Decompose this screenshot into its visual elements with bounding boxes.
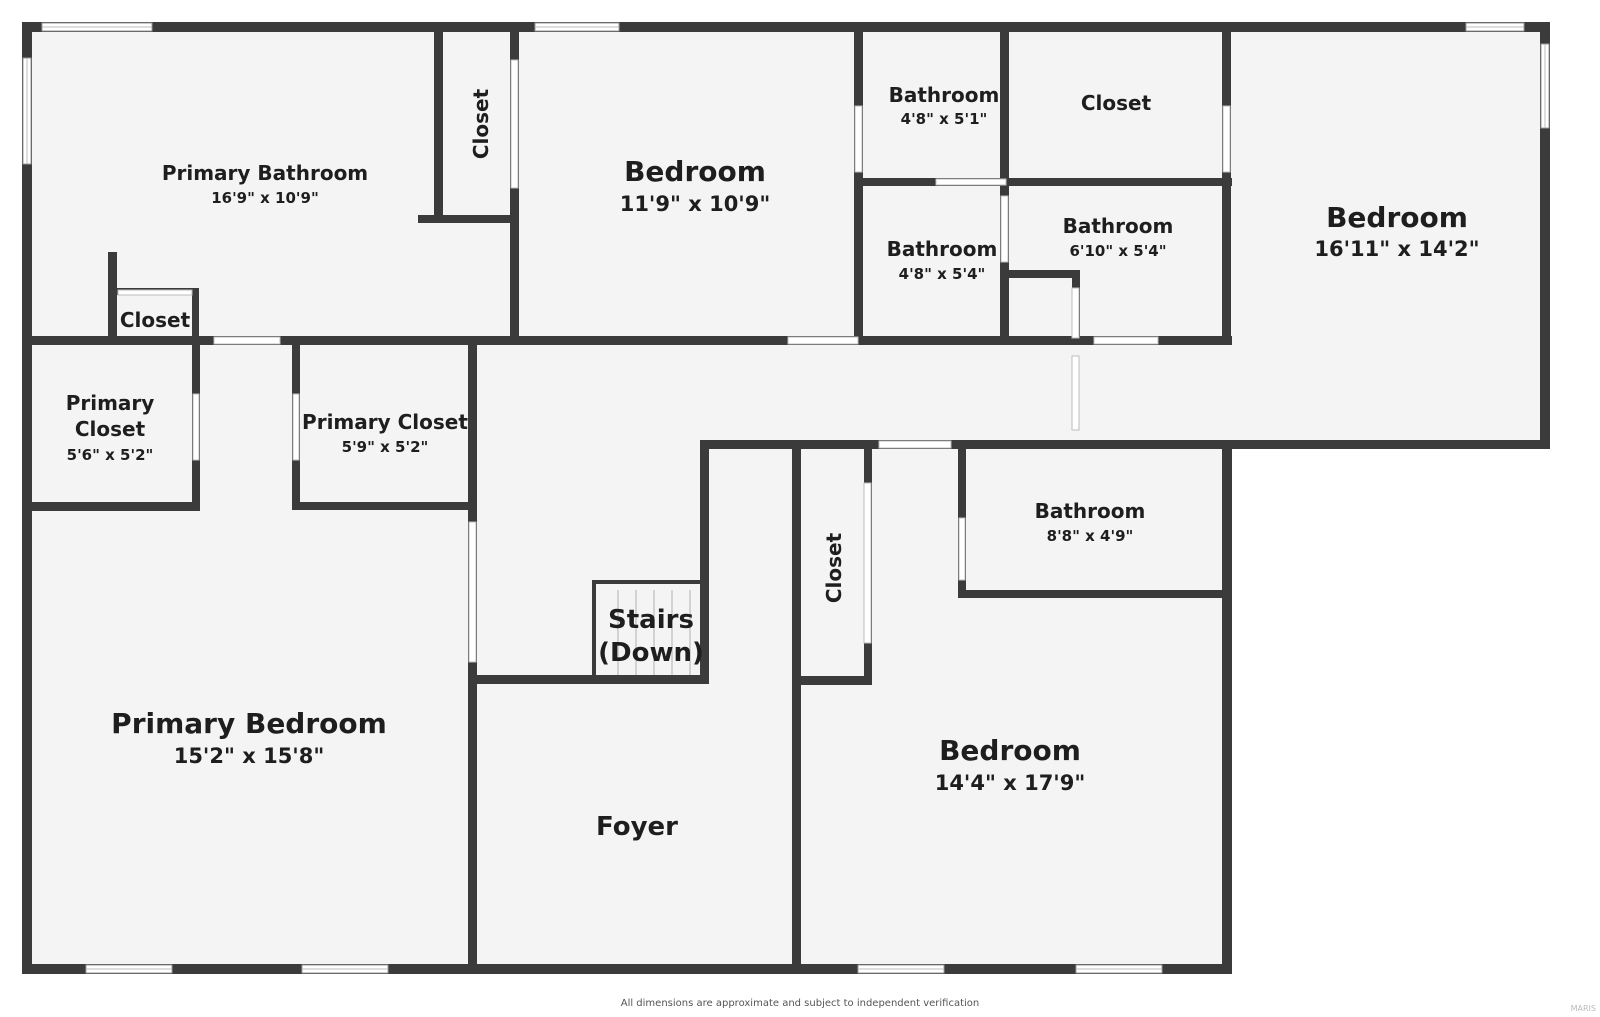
bedroom-top-center-dims: 11'9" x 10'9" xyxy=(620,192,771,216)
primary-bathroom-dims: 16'9" x 10'9" xyxy=(211,189,319,207)
bathroom-mid-right-label: Bathroom xyxy=(1063,214,1174,238)
primary-closet-left-dims: 5'6" x 5'2" xyxy=(67,446,154,464)
primary-closet-right-label: Primary Closet xyxy=(302,410,468,434)
brand-watermark: MARIS xyxy=(1570,1004,1596,1013)
primary-closet-right-dims: 5'9" x 5'2" xyxy=(342,438,429,456)
bathroom-mid-right-dims: 6'10" x 5'4" xyxy=(1069,242,1166,260)
closet-top-left-label: Closet xyxy=(469,88,493,159)
bathroom-lower-dims: 8'8" x 4'9" xyxy=(1047,527,1134,545)
closet-vertical-lower-label: Closet xyxy=(822,532,846,603)
bedroom-lower-dims: 14'4" x 17'9" xyxy=(935,771,1086,795)
closet-small-label: Closet xyxy=(120,308,191,332)
primary-closet-left-label-1: Primary xyxy=(66,391,155,415)
bathroom-mid-small-label: Bathroom xyxy=(887,237,998,261)
primary-bedroom-label: Primary Bedroom xyxy=(111,707,387,740)
bathroom-lower-label: Bathroom xyxy=(1035,499,1146,523)
bedroom-lower-label: Bedroom xyxy=(939,734,1081,767)
doorways xyxy=(117,59,1231,663)
primary-bathroom-label: Primary Bathroom xyxy=(162,161,368,185)
bedroom-top-right-label: Bedroom xyxy=(1326,201,1468,234)
stairs-label: Stairs xyxy=(608,605,694,635)
bathroom-top-small-label: Bathroom xyxy=(889,83,1000,107)
primary-closet-left-label-2: Closet xyxy=(75,417,146,441)
dimensions-disclaimer: All dimensions are approximate and subje… xyxy=(620,998,980,1009)
stairs-down-label: (Down) xyxy=(598,638,704,668)
windows xyxy=(22,22,1550,974)
bedroom-top-right-dims: 16'11" x 14'2" xyxy=(1314,237,1479,261)
room-labels: Primary Bathroom 16'9" x 10'9" Closet Cl… xyxy=(66,83,1480,842)
bathroom-top-small-dims: 4'8" x 5'1" xyxy=(901,110,988,128)
bedroom-top-center-label: Bedroom xyxy=(624,155,766,188)
primary-bedroom-dims: 15'2" x 15'8" xyxy=(174,744,325,768)
stair-treads xyxy=(617,590,691,675)
closet-top-right-label: Closet xyxy=(1081,91,1152,115)
foyer-label: Foyer xyxy=(596,812,678,842)
bathroom-mid-small-dims: 4'8" x 5'4" xyxy=(899,265,986,283)
